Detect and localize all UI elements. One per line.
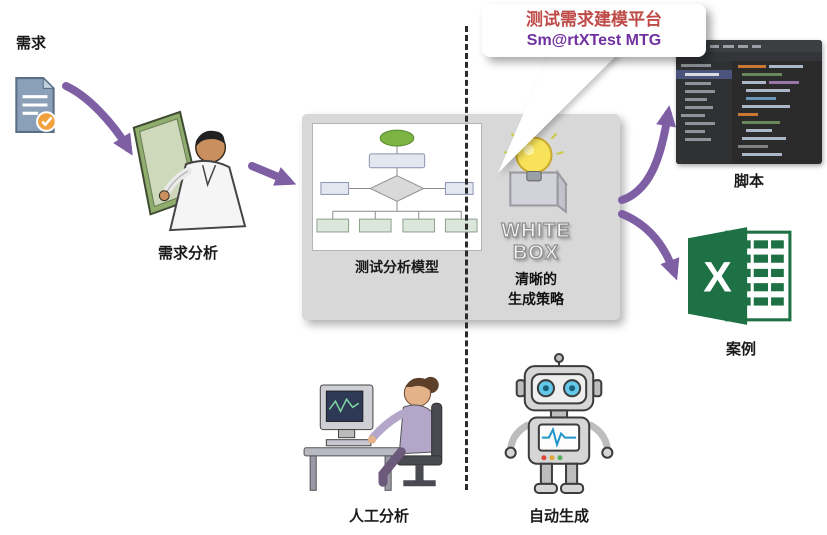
arrow-model-to-case	[618, 210, 680, 281]
generation-strategy-caption: 清晰的 生成策略	[490, 270, 582, 309]
white-box-line2: BOX	[512, 241, 560, 264]
requirement-document-icon	[15, 76, 57, 133]
platform-subtitle: Sm@rtXTest MTG	[526, 32, 662, 50]
callout-tail	[498, 52, 620, 173]
script-ide-thumbnail	[676, 40, 822, 164]
lightbulb-icon	[503, 127, 568, 214]
test-analysis-model-label: 测试分析模型	[355, 259, 439, 275]
manual-analysis-label: 人工分析	[348, 508, 409, 525]
analyst-illustration	[132, 110, 247, 232]
dashed-divider	[465, 26, 468, 490]
platform-title: 测试需求建模平台	[526, 10, 662, 29]
requirement-label: 需求	[16, 35, 47, 52]
excel-icon: X	[688, 227, 792, 325]
requirement-analysis-label: 需求分析	[157, 245, 218, 262]
robot-illustration	[504, 353, 614, 494]
flow-start-node	[379, 129, 415, 147]
white-box-caption: WHITE BOX	[490, 219, 582, 264]
auto-generation-label: 自动生成	[528, 508, 589, 525]
white-box-line1: WHITE	[501, 219, 571, 242]
strategy-line2: 生成策略	[508, 290, 564, 307]
strategy-line1: 清晰的	[515, 271, 557, 287]
flow-decision-node	[369, 175, 425, 202]
flowchart-thumbnail	[312, 123, 482, 251]
excel-letter: X	[703, 253, 732, 301]
script-label: 脚本	[733, 173, 764, 190]
platform-callout: 测试需求建模平台 Sm@rtXTest MTG	[482, 4, 706, 58]
person-computer-illustration	[303, 376, 443, 491]
case-label: 案例	[725, 341, 756, 358]
